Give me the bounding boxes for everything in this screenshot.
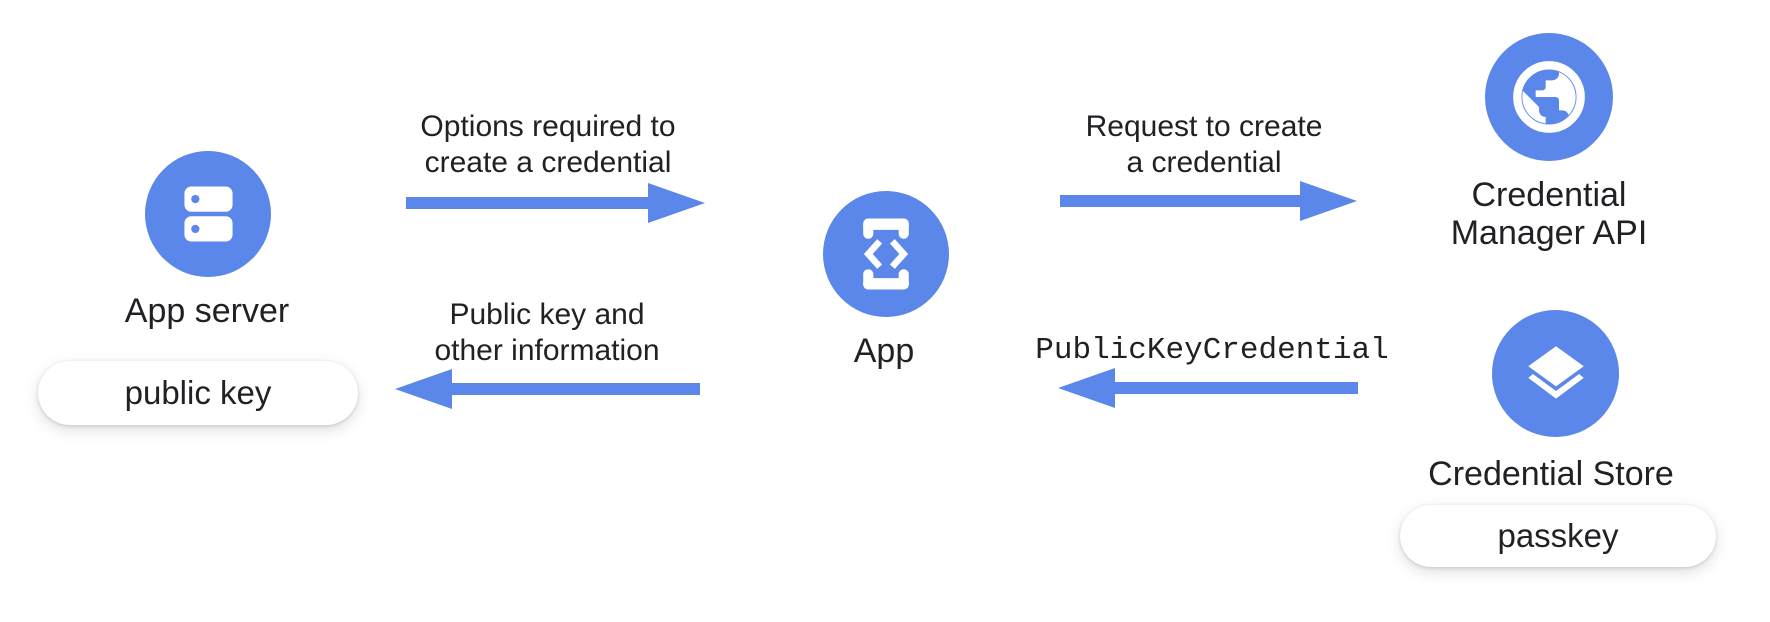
app-circle [823,191,949,317]
app-server-circle [145,151,271,277]
public-key-badge: public key [38,361,358,425]
arrow-left-public-key [395,369,700,409]
request-arrow-label: Request to create a credential [1085,110,1323,179]
phone-code-icon [863,218,909,290]
layers-icon [1527,345,1584,399]
publickeycredential-arrow-label: PublicKeyCredential [1035,333,1389,368]
credential-store-circle [1492,310,1619,437]
public-key-badge-text: public key [124,374,272,411]
arrow-right-options [406,183,705,223]
app-label: App [853,332,915,370]
credential-manager-api-circle [1485,33,1613,161]
passkey-badge-text: passkey [1497,517,1619,554]
options-arrow-label: Options required to create a credential [420,110,676,179]
credential-manager-api-label: Credential Manager API [1450,176,1648,252]
arrow-right-request [1060,181,1357,221]
globe-icon [1513,61,1585,133]
public-key-return-arrow-label: Public key and other information [434,298,660,367]
arrow-left-publickeycredential [1058,368,1358,408]
app-server-label: App server [124,292,290,330]
credential-store-label: Credential Store [1428,455,1674,493]
server-icon [183,186,233,242]
passkey-badge: passkey [1400,505,1716,567]
